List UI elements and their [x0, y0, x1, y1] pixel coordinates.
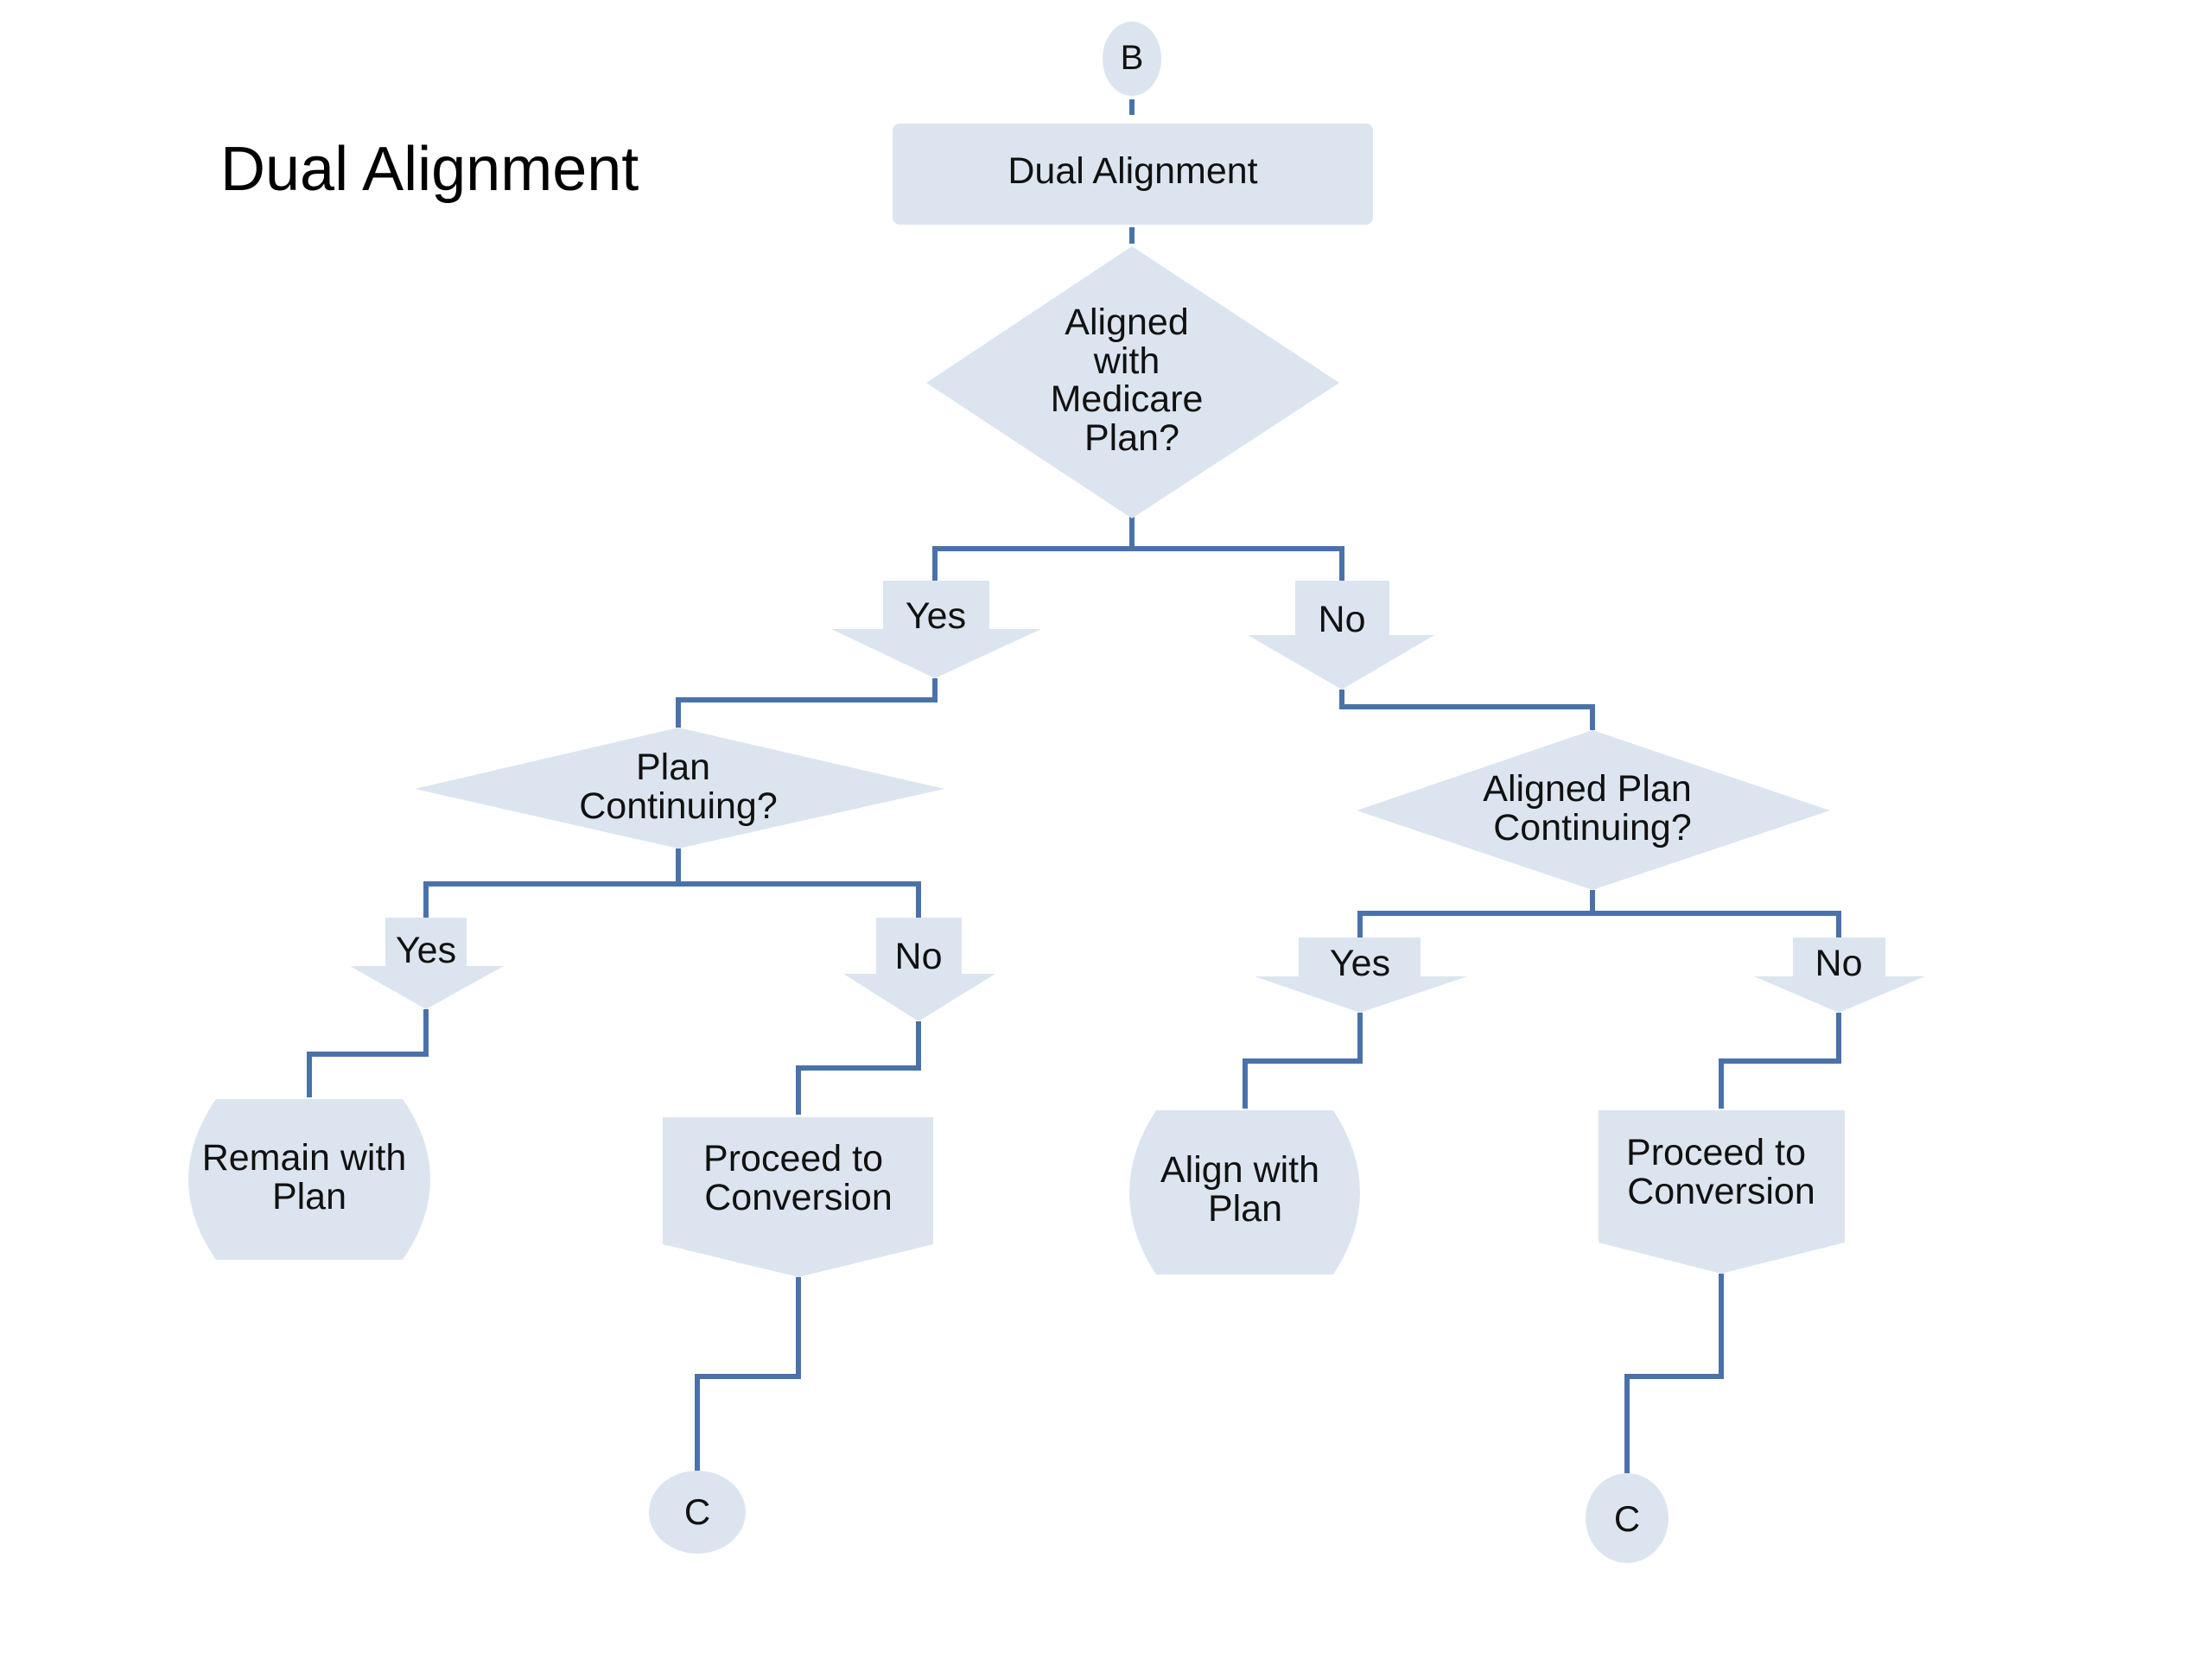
- terminal-align-with-plan: Align with Plan: [1129, 1110, 1360, 1274]
- start-process-label: Dual Alignment: [1007, 150, 1257, 192]
- connector-yes-to-align: [1243, 1013, 1363, 1109]
- decision-medicare-line-3: Medicare: [1051, 378, 1204, 420]
- decision-plan-continuing: Plan Continuing?: [415, 728, 944, 849]
- decision-medicare-line-2: with: [1093, 340, 1160, 382]
- svg-text:Proceed to Conversion: Proceed to Conversion: [1626, 1132, 1816, 1212]
- label-no-1-text: No: [1319, 599, 1366, 640]
- decision-medicare-line-1: Aligned: [1065, 302, 1188, 343]
- connector-c-left-label: C: [684, 1491, 710, 1532]
- svg-text:Proceed to Conversion: Proceed to Conversion: [703, 1138, 893, 1218]
- label-no-2-text: No: [895, 936, 943, 977]
- decision-aligned-plan-continuing: Aligned Plan Continuing?: [1357, 730, 1830, 890]
- label-no-3-text: No: [1815, 943, 1863, 984]
- connector-yes-to-plan-continuing: [676, 678, 938, 728]
- label-yes-3-text: Yes: [1330, 943, 1390, 984]
- svg-text:Aligned Plan Continuing?: Aligned Plan Continuing?: [1483, 768, 1701, 849]
- terminal-align-line-1: Align with: [1160, 1149, 1319, 1191]
- connector-conversion-right-to-c: [1624, 1274, 1724, 1473]
- connector-plan-continuing-branches: [423, 849, 681, 918]
- connector-c-right-label: C: [1614, 1498, 1640, 1539]
- decision-aligned-line-2: Continuing?: [1493, 807, 1692, 849]
- svg-text:Remain with Plan: Remain with Plan: [202, 1137, 417, 1217]
- decision-plan-continuing-line-1: Plan: [636, 747, 710, 788]
- connector-decision-to-no: [1132, 546, 1344, 583]
- connector-circle-b: B: [1103, 22, 1161, 96]
- connector-plan-continuing-no: [678, 881, 921, 918]
- conversion-left-line-1: Proceed to: [703, 1138, 883, 1179]
- connector-aligned-no: [1592, 911, 1841, 938]
- decision-aligned-line-1: Aligned Plan: [1483, 768, 1691, 810]
- connector-conversion-left-to-c: [695, 1277, 801, 1473]
- page-title: Dual Alignment: [220, 135, 639, 204]
- terminal-remain-line-1: Remain with: [202, 1137, 407, 1179]
- connector-b-label: B: [1121, 39, 1144, 77]
- conversion-left-line-2: Conversion: [704, 1177, 893, 1218]
- label-yes-plan-continuing: Yes: [350, 918, 504, 1009]
- decision-plan-continuing-line-2: Continuing?: [579, 785, 778, 827]
- terminal-remain-with-plan: Remain with Plan: [188, 1099, 430, 1260]
- svg-text:Plan Continuing?: Plan Continuing?: [579, 747, 778, 827]
- process-proceed-to-conversion-right: Proceed to Conversion: [1599, 1110, 1845, 1274]
- decision-medicare-line-4: Plan?: [1084, 417, 1179, 459]
- connector-no-to-conversion-right: [1719, 1013, 1841, 1109]
- label-no-first-branch: No: [1248, 581, 1434, 690]
- label-yes-1-text: Yes: [906, 595, 966, 637]
- connectors: [307, 99, 1841, 1473]
- connector-yes-to-remain: [307, 1009, 429, 1097]
- terminal-remain-line-2: Plan: [272, 1176, 346, 1217]
- svg-text:Align with Plan: Align with Plan: [1160, 1149, 1330, 1230]
- label-yes-aligned-plan: Yes: [1255, 938, 1467, 1013]
- conversion-right-line-2: Conversion: [1627, 1171, 1815, 1212]
- process-proceed-to-conversion-left: Proceed to Conversion: [663, 1117, 933, 1277]
- label-yes-first-branch: Yes: [831, 581, 1041, 678]
- connector-circle-c-left: C: [649, 1471, 746, 1554]
- connector-aligned-branches: [1357, 890, 1595, 938]
- connector-no-to-aligned-plan-continuing: [1339, 690, 1595, 730]
- conversion-right-line-1: Proceed to: [1626, 1132, 1806, 1173]
- connector-no-to-conversion-left: [796, 1021, 921, 1115]
- label-no-aligned-plan: No: [1754, 938, 1925, 1013]
- terminal-align-line-2: Plan: [1208, 1188, 1282, 1230]
- label-no-plan-continuing: No: [843, 918, 995, 1021]
- decision-aligned-with-medicare: Aligned with Medicare Plan?: [926, 246, 1339, 518]
- start-process-box: Dual Alignment: [893, 124, 1373, 225]
- svg-text:Aligned with Medic: Aligned with Medicare Plan?: [1051, 302, 1214, 459]
- connector-circle-c-right: C: [1586, 1473, 1669, 1563]
- connector-decision-to-branches: [932, 517, 1135, 583]
- label-yes-2-text: Yes: [396, 930, 456, 971]
